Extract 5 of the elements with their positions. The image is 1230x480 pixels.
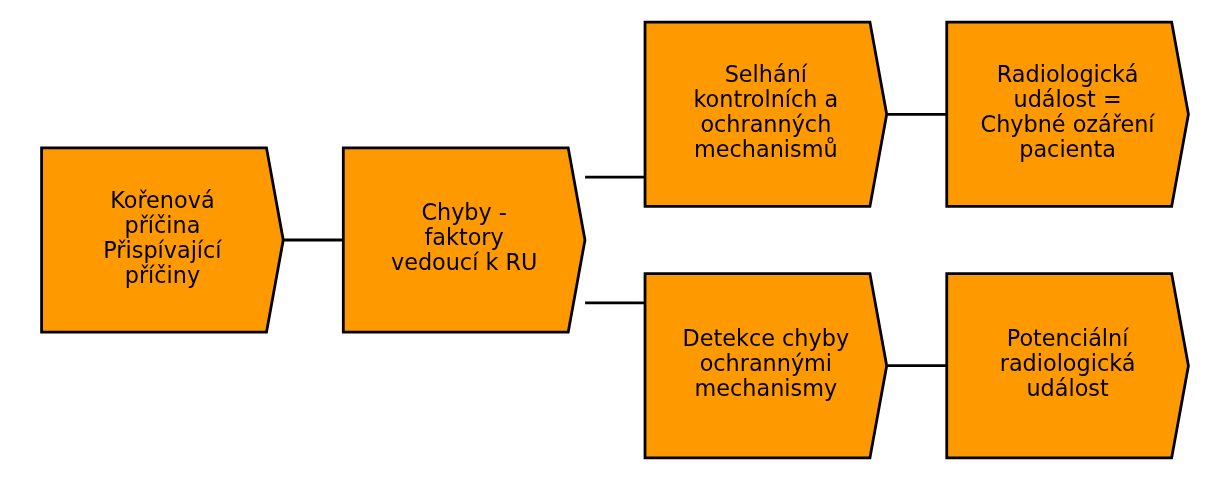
connector bbox=[283, 238, 344, 242]
connector bbox=[585, 175, 645, 179]
connector bbox=[886, 112, 947, 116]
connector bbox=[585, 301, 645, 305]
connector bbox=[886, 364, 947, 368]
